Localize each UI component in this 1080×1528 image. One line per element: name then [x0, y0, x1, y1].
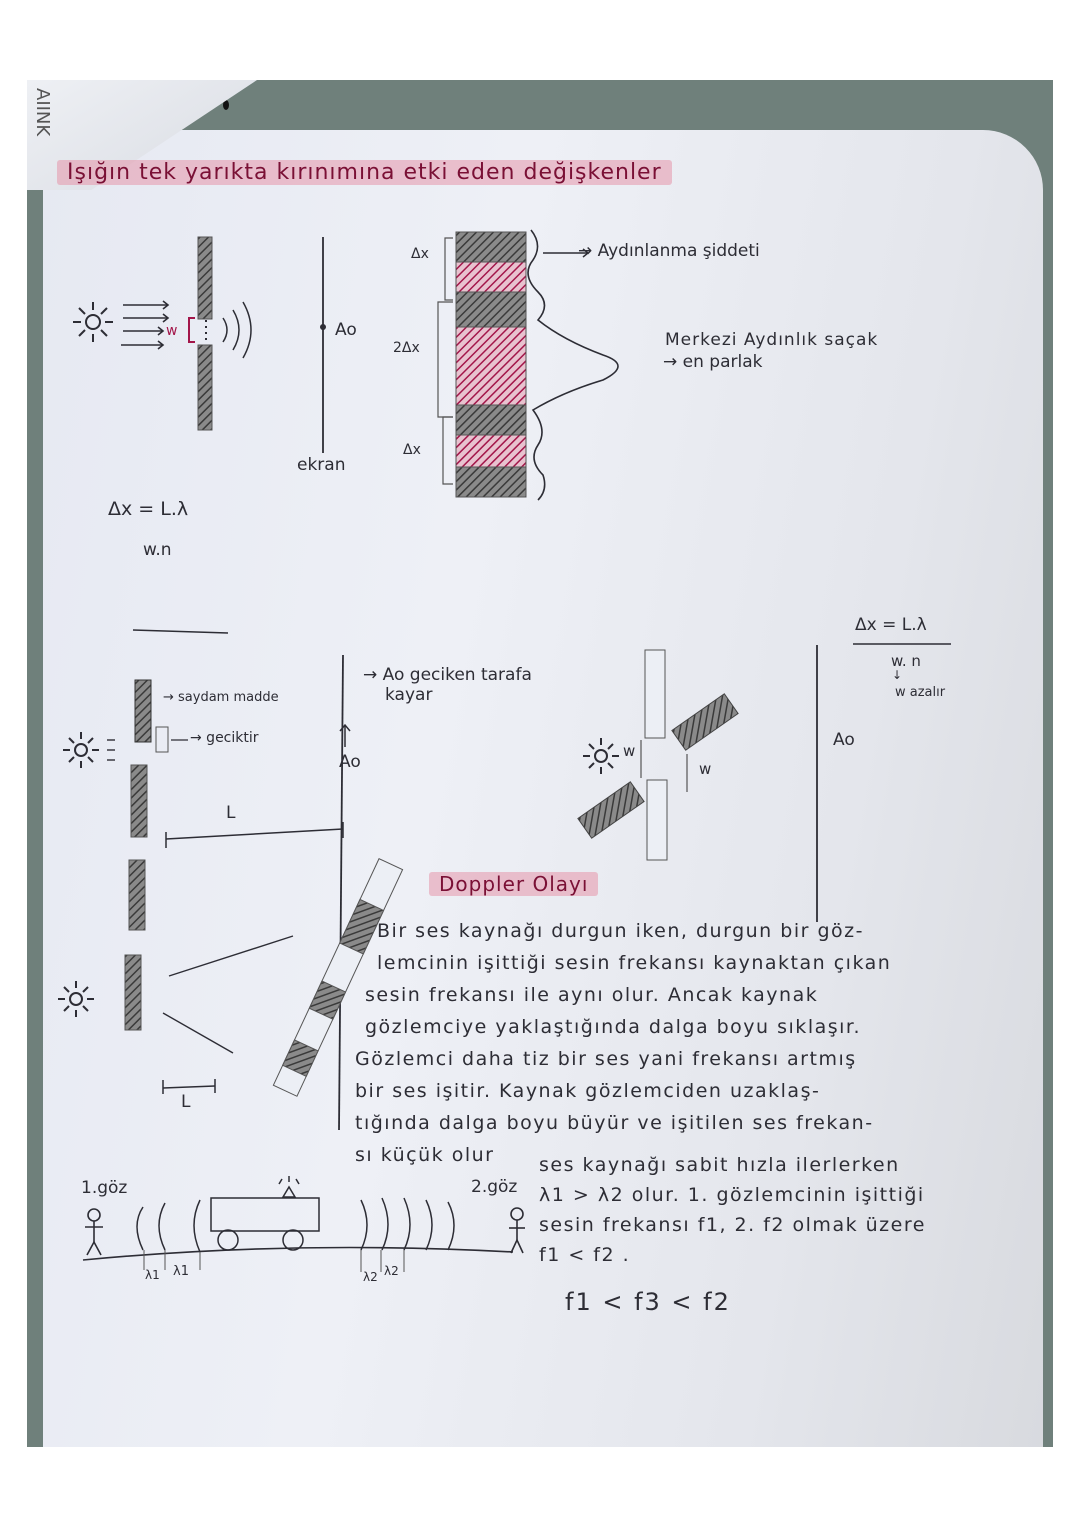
vehicle: [210, 1176, 320, 1251]
delay-label: → geciktir: [190, 730, 259, 746]
diffracted-waves: [222, 301, 252, 359]
ground-line: [82, 1246, 514, 1261]
paragraph-line: Gözlemci daha tiz bir ses yani frekansı …: [355, 1048, 857, 1070]
stretched-waves-right: [360, 1197, 455, 1251]
slit-width-left-label: w: [623, 742, 636, 760]
notebook-photo: AIINK Işığın tek yarıkta kırınımına etki…: [27, 80, 1053, 1447]
sun-icon: [73, 302, 113, 342]
two-delta-x-label: 2Δx: [393, 340, 420, 356]
slit-width-label: w: [166, 323, 178, 339]
delta-x-top-label: Δx: [411, 246, 429, 262]
formula-3-note: w azalır: [895, 685, 946, 700]
note-page: Işığın tek yarıkta kırınımına etki eden …: [43, 130, 1043, 1447]
original-slit-bottom: [646, 779, 668, 861]
transparent-material: [155, 726, 169, 753]
intensity-label: → Aydınlanma şiddeti: [578, 241, 760, 261]
transparent-material-label: → saydam madde: [163, 690, 279, 705]
wavelength-markers: [143, 1250, 405, 1272]
barrier-segment: [124, 954, 142, 1031]
explanation-line: sesin frekansı f1, 2. f2 olmak üzere: [539, 1214, 926, 1236]
observer-2-figure: [509, 1207, 525, 1254]
sun-icon-2: [63, 732, 99, 768]
slit-barrier-bottom: [197, 344, 213, 431]
observer-1-label: 1.göz: [81, 1178, 128, 1198]
central-point-label-3: Ao: [833, 730, 855, 750]
explanation-line: f1 < f2 .: [539, 1244, 631, 1266]
observer-1-figure: [85, 1208, 103, 1256]
frequency-inequality: f1 < f3 < f2: [565, 1288, 731, 1316]
screen-label: ekran: [297, 455, 346, 475]
light-rays: [121, 300, 170, 350]
lambda1-label: λ1: [145, 1268, 160, 1282]
distance-label-top: L: [226, 803, 236, 823]
doppler-explanation: ses kaynağı sabit hızla ilerlerken λ1 > …: [539, 1150, 1039, 1270]
compressed-waves-left: [136, 1199, 201, 1253]
lambda2-label: λ2: [384, 1264, 399, 1278]
ink-dot: [223, 100, 229, 110]
lambda1-label: λ1: [173, 1264, 189, 1279]
shift-label-line2: kayar: [385, 685, 433, 705]
formula-denominator: w.n: [143, 540, 172, 560]
original-slit-top: [644, 649, 666, 739]
doppler-title: Doppler Olayı: [429, 872, 599, 896]
fringe-pattern: [455, 231, 527, 498]
paragraph-line: sı küçük olur: [355, 1144, 495, 1166]
brightest-label: → en parlak: [663, 352, 763, 372]
shift-label-line1: → Ao geciken tarafa: [363, 665, 532, 685]
scrap-text: AIINK: [32, 88, 53, 137]
slit-width-right-label: w: [699, 760, 712, 778]
barrier-segment: [134, 679, 152, 743]
paragraph-line: Bir ses kaynağı durgun iken, durgun bir …: [377, 920, 864, 942]
lambda2-label: λ2: [363, 1270, 378, 1284]
shifted-point-label: Ao: [339, 752, 361, 772]
sun-icon-4: [583, 738, 619, 774]
barrier-segment: [128, 859, 146, 931]
explanation-line: λ1 > λ2 olur. 1. gözlemcinin işittiği: [539, 1184, 925, 1206]
barrier-segment: [130, 764, 148, 838]
paragraph-line: lemcinin işittiği sesin frekansı kaynakt…: [377, 952, 892, 974]
delta-x-bottom-label: Δx: [403, 442, 421, 458]
formula-3-arrow: ↓: [892, 668, 903, 682]
tilted-fringe-screen: [272, 858, 404, 1097]
sun-icon-3: [58, 981, 94, 1017]
central-point-label: Ao: [335, 320, 357, 340]
paragraph-line: gözlemciye yaklaştığında dalga boyu sıkl…: [365, 1016, 862, 1038]
observer-2-label: 2.göz: [471, 1177, 518, 1197]
doppler-paragraph: Bir ses kaynağı durgun iken, durgun bir …: [355, 915, 1025, 1171]
central-fringe-label: Merkezi Aydınlık saçak: [665, 330, 879, 350]
slit-barrier-top: [197, 236, 213, 320]
diagrams-layer: [58, 229, 951, 1272]
intensity-curve: [527, 229, 619, 501]
paragraph-line: bir ses işitir. Kaynak gözlemciden uzakl…: [355, 1080, 821, 1102]
paragraph-line: tığında dalga boyu büyür ve işitilen ses…: [355, 1112, 874, 1134]
formula-3-denominator: w. n: [891, 652, 921, 670]
formula-numerator: Δx = L.λ: [108, 498, 189, 520]
section-title: Işığın tek yarıkta kırınımına etki eden …: [57, 160, 672, 185]
paragraph-line: sesin frekansı ile aynı olur. Ancak kayn…: [365, 984, 819, 1006]
distance-label-bottom: L: [181, 1092, 191, 1112]
formula-3-numerator: Δx = L.λ: [855, 615, 927, 635]
screen-line-2: [338, 654, 344, 1131]
explanation-line: ses kaynağı sabit hızla ilerlerken: [539, 1154, 900, 1176]
